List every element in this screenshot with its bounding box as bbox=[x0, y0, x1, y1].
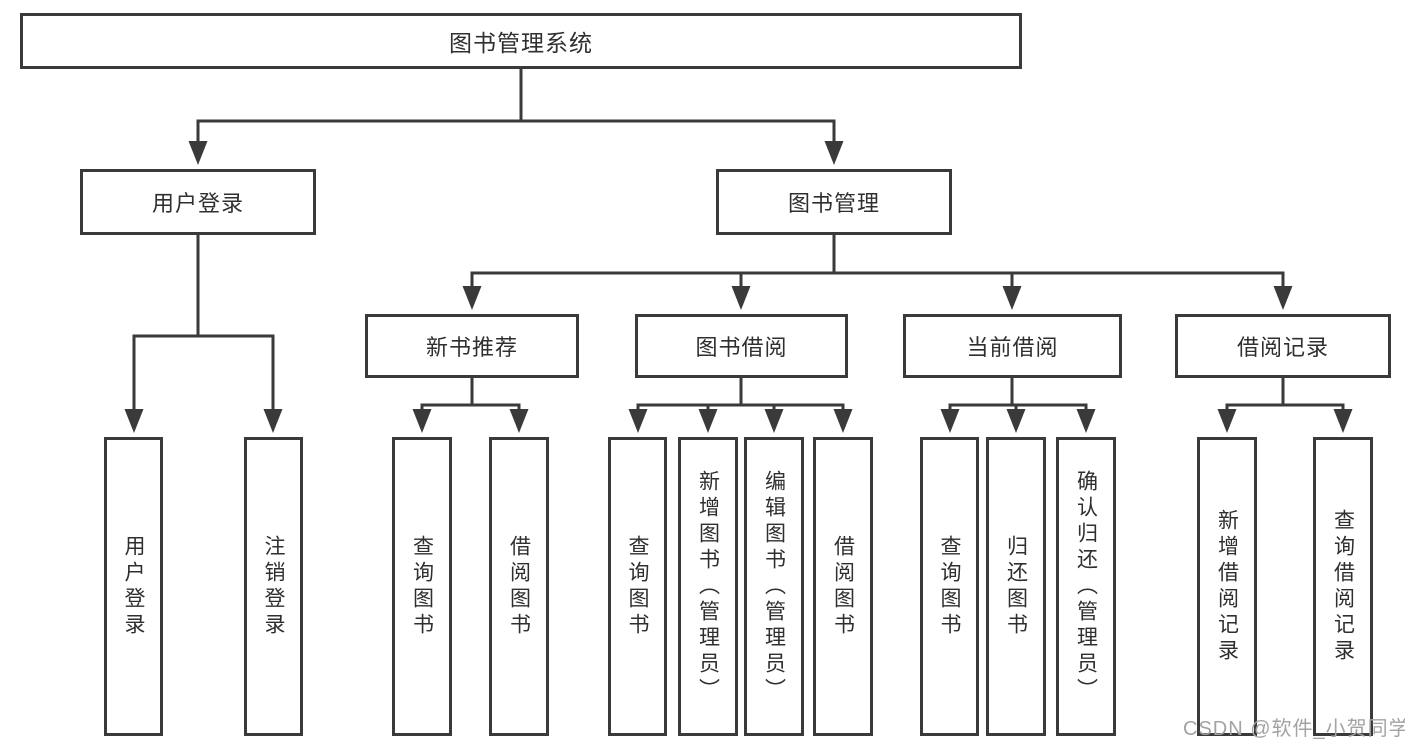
leaf-query-borrow-record: 查询借阅记录 bbox=[1313, 437, 1373, 736]
leaf-user-login-label: 用户登录 bbox=[122, 534, 145, 639]
leaf-add-borrow-record-label: 新增借阅记录 bbox=[1215, 508, 1239, 665]
node-borrow-records: 借阅记录 bbox=[1175, 314, 1391, 378]
leaf-query-books-3: 查询图书 bbox=[920, 437, 979, 736]
leaf-borrow-books-1-label: 借阅图书 bbox=[507, 534, 531, 639]
node-root-system: 图书管理系统 bbox=[20, 13, 1022, 69]
node-user-login: 用户登录 bbox=[80, 169, 316, 235]
leaf-user-login: 用户登录 bbox=[104, 437, 163, 736]
leaf-logout: 注销登录 bbox=[244, 437, 303, 736]
leaf-query-books-2: 查询图书 bbox=[608, 437, 667, 736]
leaf-borrow-books-2-label: 借阅图书 bbox=[831, 534, 855, 639]
node-book-borrowing: 图书借阅 bbox=[635, 314, 848, 378]
leaf-query-books-2-label: 查询图书 bbox=[626, 534, 649, 639]
leaf-query-borrow-record-label: 查询借阅记录 bbox=[1331, 508, 1355, 665]
leaf-borrow-books-2: 借阅图书 bbox=[813, 437, 873, 736]
node-root-label: 图书管理系统 bbox=[449, 30, 593, 56]
leaf-edit-books-admin-label: 编辑图书（管理员） bbox=[762, 469, 786, 704]
node-borrow-records-label: 借阅记录 bbox=[1236, 335, 1329, 360]
node-new-book-recommend-label: 新书推荐 bbox=[425, 335, 518, 360]
node-book-management-label: 图书管理 bbox=[787, 191, 880, 216]
csdn-watermark: CSDN @软件_小贺同学 bbox=[1183, 718, 1405, 740]
node-current-borrowing: 当前借阅 bbox=[903, 314, 1122, 378]
node-user-login-label: 用户登录 bbox=[151, 191, 244, 216]
node-new-book-recommend: 新书推荐 bbox=[365, 314, 579, 378]
leaf-edit-books-admin: 编辑图书（管理员） bbox=[744, 437, 804, 736]
leaf-confirm-return-admin-label: 确认归还（管理员） bbox=[1074, 469, 1098, 704]
node-book-borrowing-label: 图书借阅 bbox=[695, 335, 788, 360]
node-current-borrowing-label: 当前借阅 bbox=[966, 335, 1059, 360]
leaf-borrow-books-1: 借阅图书 bbox=[489, 437, 549, 736]
node-book-management: 图书管理 bbox=[716, 169, 952, 235]
leaf-query-books-1: 查询图书 bbox=[392, 437, 452, 736]
leaf-query-books-3-label: 查询图书 bbox=[938, 534, 961, 639]
leaf-return-books-label: 归还图书 bbox=[1004, 534, 1028, 639]
leaf-query-books-1-label: 查询图书 bbox=[410, 534, 434, 639]
leaf-return-books: 归还图书 bbox=[986, 437, 1046, 736]
leaf-add-books-admin: 新增图书（管理员） bbox=[678, 437, 738, 736]
leaf-add-books-admin-label: 新增图书（管理员） bbox=[696, 469, 720, 704]
leaf-confirm-return-admin: 确认归还（管理员） bbox=[1056, 437, 1116, 736]
leaf-logout-label: 注销登录 bbox=[262, 534, 285, 639]
leaf-add-borrow-record: 新增借阅记录 bbox=[1197, 437, 1257, 736]
